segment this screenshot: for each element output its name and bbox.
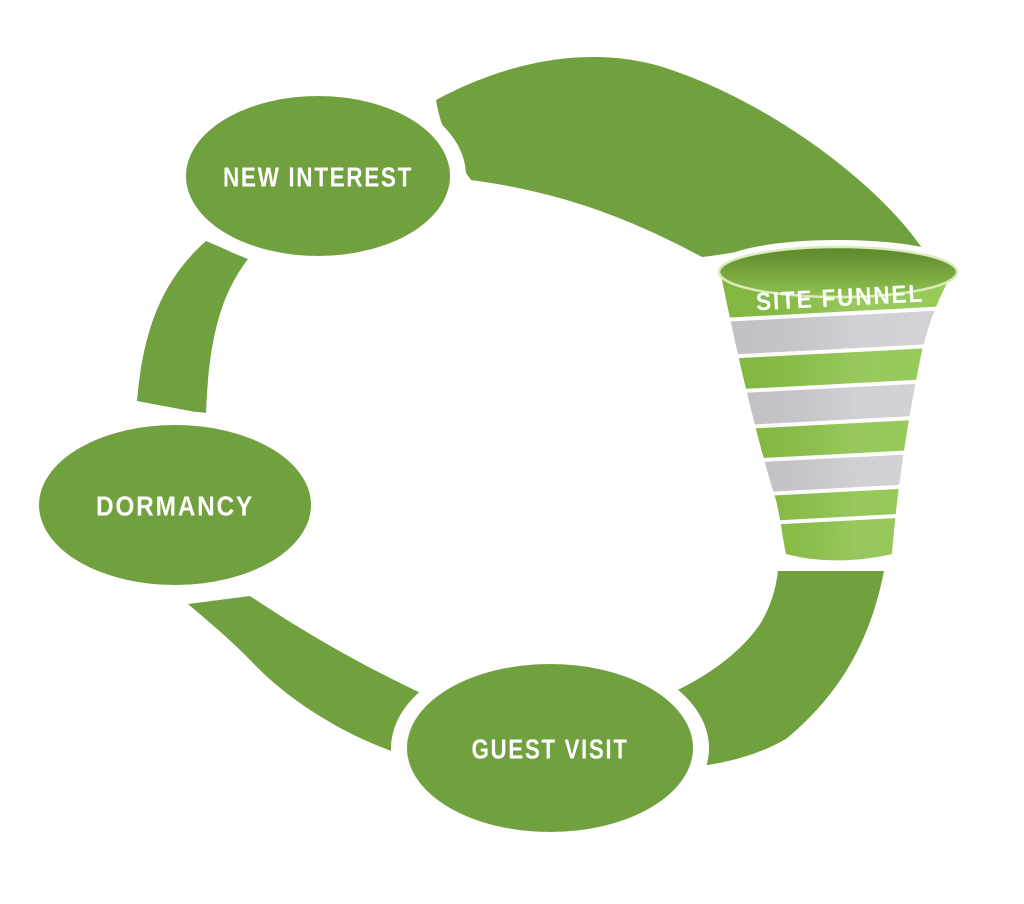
node-new-interest: NEW INTEREST <box>186 96 450 256</box>
node-dormancy: DORMANCY <box>39 425 311 585</box>
cycle-ring <box>137 57 922 767</box>
funnel-rim <box>717 245 959 299</box>
cycle-arc-left-segment <box>137 241 248 414</box>
node-label-new-interest: NEW INTEREST <box>223 162 413 193</box>
node-ellipse-dormancy <box>39 425 311 585</box>
cycle-arc-top-segment <box>436 57 922 258</box>
cycle-nodes: NEW INTEREST DORMANCY GUEST VISIT <box>39 96 693 832</box>
node-guest-visit: GUEST VISIT <box>407 664 693 832</box>
node-ellipse-guest-visit <box>407 664 693 832</box>
cycle-arc-right-segment <box>655 571 884 767</box>
cycle-arc-bottom-segment <box>188 596 425 753</box>
node-ellipse-new-interest <box>186 96 450 256</box>
node-label-guest-visit: GUEST VISIT <box>472 734 629 765</box>
node-label-dormancy: DORMANCY <box>96 491 254 522</box>
